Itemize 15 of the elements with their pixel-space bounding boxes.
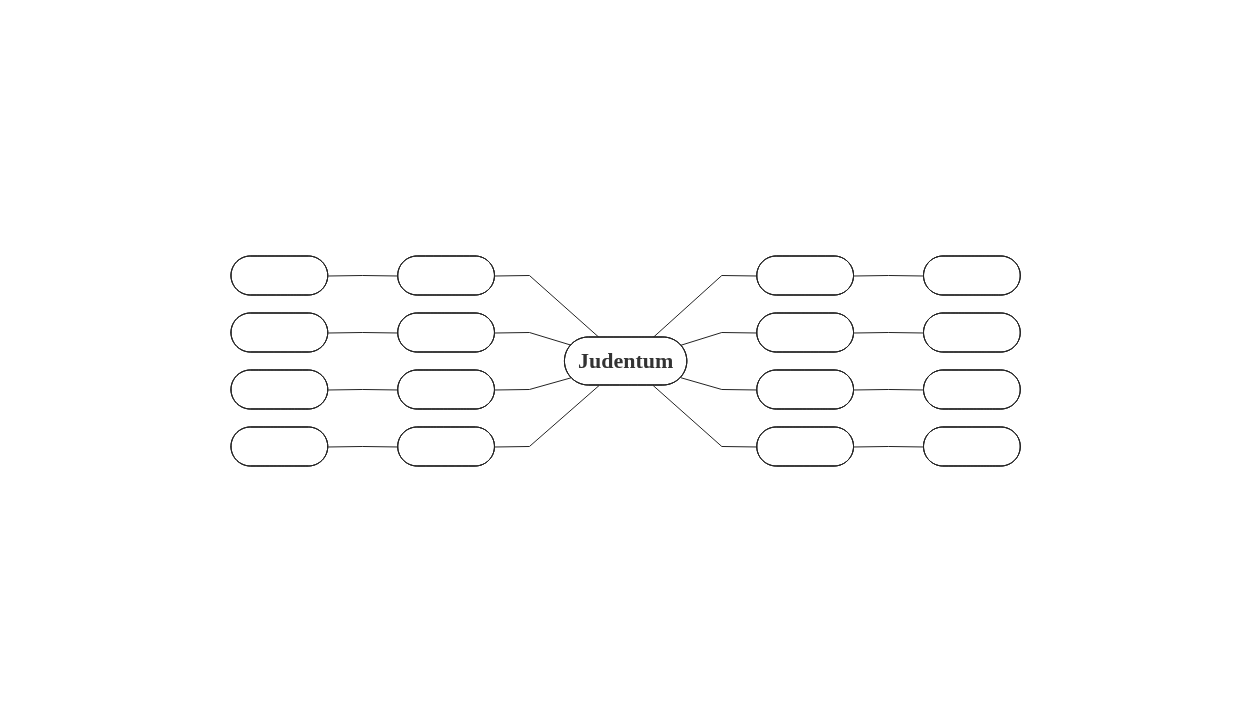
connector — [328, 274, 400, 276]
connector — [494, 384, 600, 447]
connector — [328, 445, 400, 447]
connector — [853, 274, 925, 276]
connector — [680, 376, 759, 390]
connector — [494, 376, 573, 390]
connector — [653, 384, 759, 447]
connector — [680, 331, 759, 346]
connector — [853, 331, 925, 333]
connector — [494, 274, 600, 338]
connector — [853, 388, 925, 390]
connector — [328, 388, 400, 390]
connector — [328, 331, 400, 333]
connector — [853, 445, 925, 447]
connector — [653, 274, 759, 338]
